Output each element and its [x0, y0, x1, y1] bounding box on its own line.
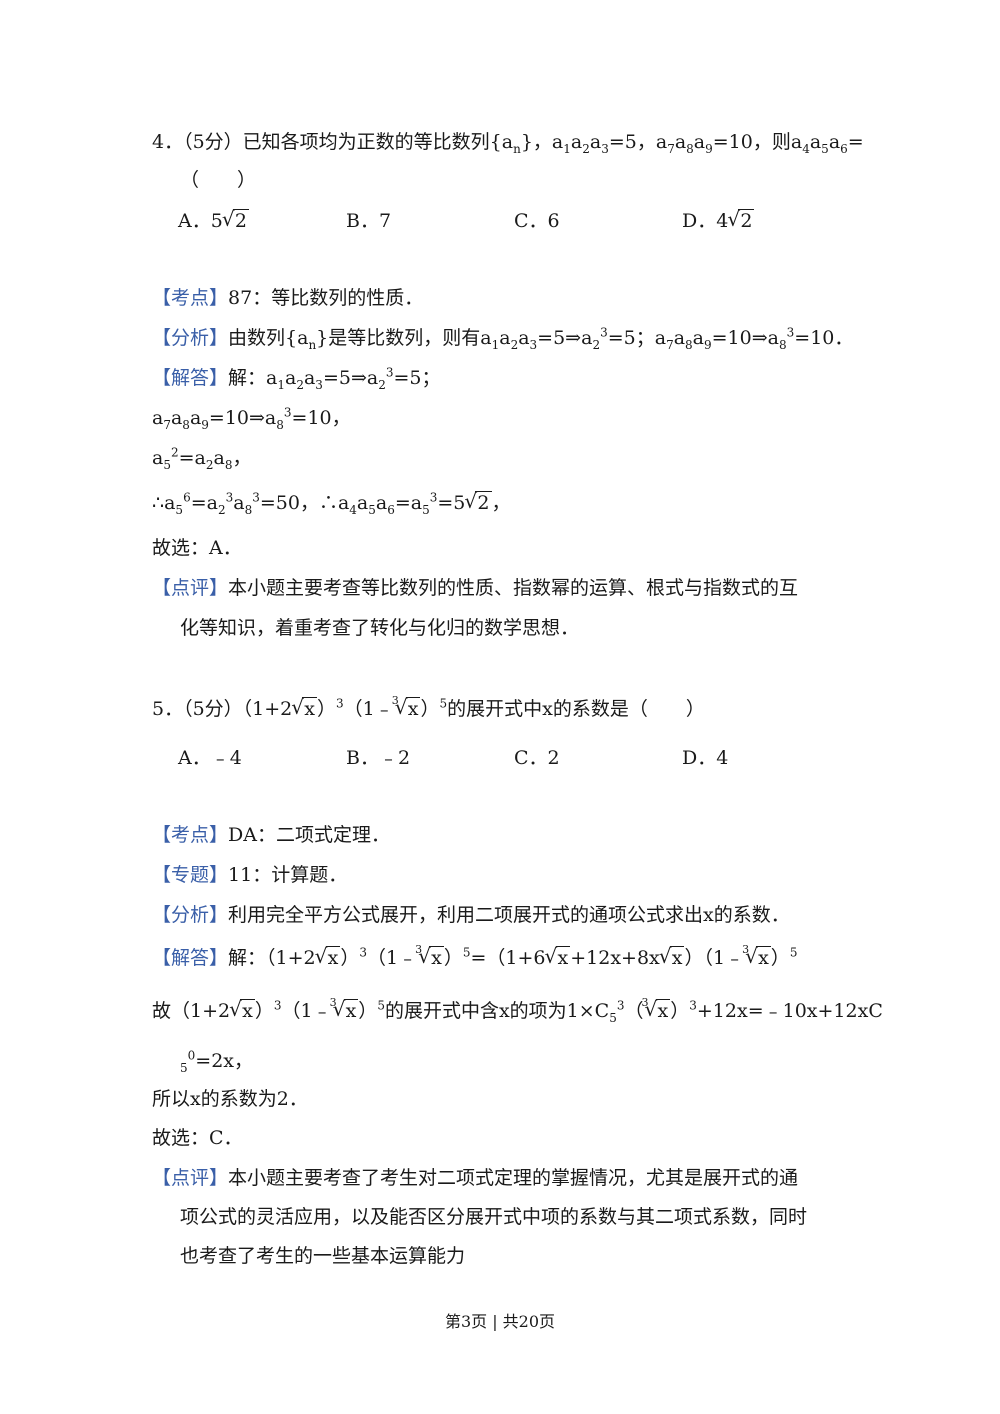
q4-dianping: 【点评】本小题主要考查等比数列的性质、指数幂的运算、根式与指数式的互	[152, 577, 799, 599]
q4-paren: （ ）	[180, 169, 257, 191]
q5-dianping-2: 项公式的灵活应用，以及能否区分展开式中项的系数与其二项式系数，同时	[180, 1206, 808, 1228]
q4-option-a: A．52	[178, 205, 346, 235]
page-footer: 第3页 | 共20页	[444, 1312, 556, 1331]
q4-option-b: B．7	[346, 210, 392, 232]
q5-jieda: 【解答】解：（1+2x）3（1﹣x）5=（1+6x+12x+8xx）（1﹣x）5	[152, 936, 860, 972]
q5-stem: 5．（5分）（1+2x）3（1﹣x）5的展开式中x的系数是（ ）	[152, 687, 860, 723]
q5-dianping-3: 也考查了考生的一些基本运算能力	[180, 1245, 466, 1267]
q4-dianping-2: 化等知识，着重考查了转化与化归的数学思想．	[180, 617, 580, 639]
q5-zhuanti: 【专题】11：计算题．	[152, 864, 348, 886]
q4-option-d: D．42	[682, 205, 850, 235]
q4-option-c: C．6	[514, 210, 560, 232]
q5-options: A．﹣4 B．﹣2 C．2 D．4	[178, 744, 858, 772]
q5-gu: 故（1+2x）3（1﹣x）5的展开式中含x的项为1×C53（x）3+12x=﹣1…	[152, 989, 883, 1025]
q4-choice: 故选：A．	[152, 537, 242, 559]
q5-gu-cont: 50=2x，	[180, 1048, 254, 1075]
q5-choice: 故选：C．	[152, 1127, 243, 1149]
q5-result: 所以x的系数为2．	[152, 1088, 308, 1110]
q5-option-c: C．2	[514, 747, 560, 769]
q5-dianping: 【点评】本小题主要考查了考生对二项式定理的掌握情况，尤其是展开式的通	[152, 1167, 799, 1189]
q4-sol-line3: a52=a2a8，	[152, 445, 252, 472]
q4-options: A．52 B．7 C．6 D．42	[178, 205, 858, 235]
q5-option-b: B．﹣2	[346, 747, 411, 769]
q5-fenxi: 【分析】利用完全平方公式展开，利用二项展开式的通项公式求出x的系数．	[152, 904, 790, 926]
q4-kaodian: 【考点】87：等比数列的性质．	[152, 287, 424, 309]
q4-sol-line4: ∴a56=a23a83=50，∴a4a5a6=a53=52，	[152, 487, 860, 517]
q4-stem: 4．（5分）已知各项均为正数的等比数列{an}，a1a2a3=5，a7a8a9=…	[152, 131, 864, 156]
q5-option-a: A．﹣4	[178, 747, 242, 769]
q5-kaodian: 【考点】DA：二项式定理．	[152, 824, 390, 846]
q4-fenxi: 【分析】由数列{an}是等比数列，则有a1a2a3=5⇒a23=5；a7a8a9…	[152, 325, 854, 352]
q4-sol-line2: a7a8a9=10⇒a83=10，	[152, 405, 351, 432]
q5-option-d: D．4	[682, 747, 729, 769]
q4-jieda: 【解答】解：a1a2a3=5⇒a23=5；	[152, 365, 441, 392]
